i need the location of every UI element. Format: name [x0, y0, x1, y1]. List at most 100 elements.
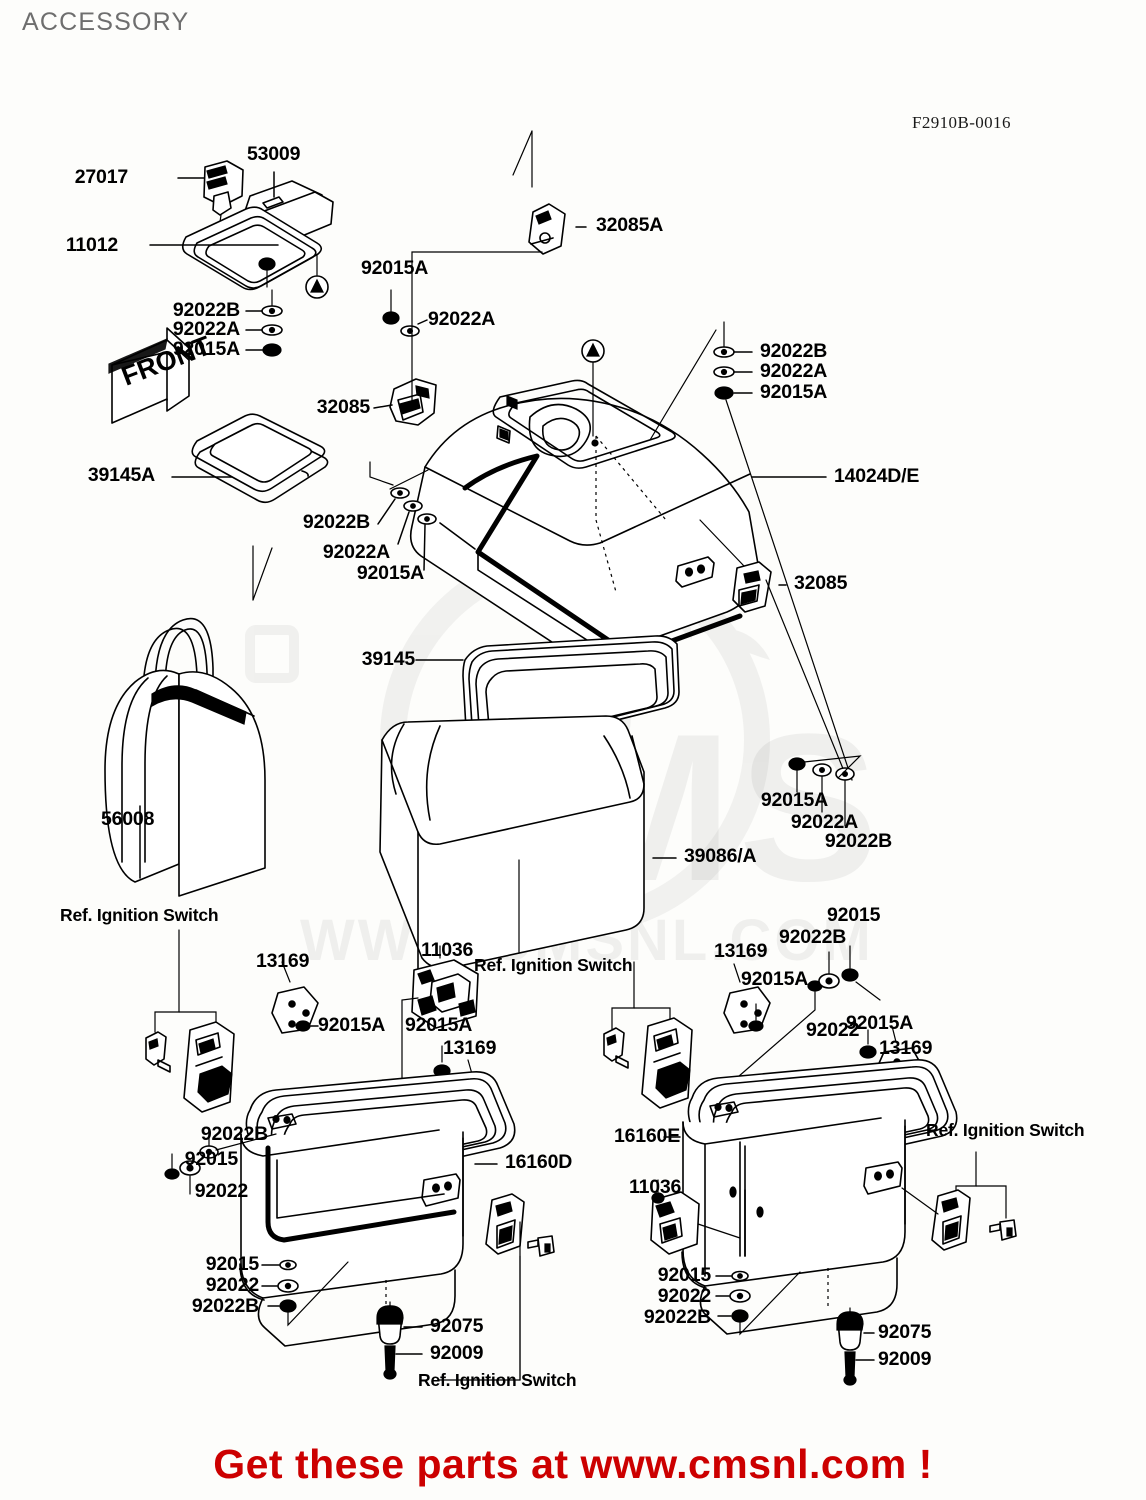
fastener-stack-trunk-left: [369, 461, 437, 571]
label-16160E: 16160E: [613, 1125, 680, 1147]
ref-ignition-switch-middle: [603, 961, 693, 1109]
part-11036-right: [650, 1179, 741, 1255]
label-32085-left: 32085: [316, 396, 370, 418]
label-14024DE: 14024D/E: [834, 465, 920, 487]
label-92015A-9: 92015A: [846, 1012, 914, 1034]
part-92075-damper-left: [376, 1305, 423, 1345]
label-92075-2: 92075: [878, 1321, 932, 1343]
diagram-code: F2910B-0016: [912, 113, 1011, 132]
label-92022B-5: 92022B: [200, 1123, 268, 1145]
fastener-stack-11012: [245, 289, 283, 357]
label-39086A: 39086/A: [684, 845, 757, 867]
label-92015-4: 92015: [657, 1264, 711, 1286]
part-16160E-saddlebag-right: [681, 1058, 958, 1335]
label-92022B-7: 92022B: [779, 926, 847, 948]
label-27017: 27017: [74, 166, 128, 188]
label-39145A: 39145A: [87, 464, 155, 486]
label-11012: 11012: [65, 234, 118, 256]
label-92022A-5: 92022A: [790, 811, 858, 833]
label-16160D: 16160D: [505, 1151, 573, 1173]
label-92022A-1: 92022A: [172, 318, 240, 340]
label-11036-1: 11036: [421, 939, 474, 961]
label-92022-4: 92022: [657, 1285, 711, 1307]
label-ref-ignition-3: Ref. Ignition Switch: [926, 1120, 1085, 1140]
part-39145A-pad: [191, 413, 329, 504]
label-92075-1: 92075: [430, 1315, 484, 1337]
leader-32085-right-long: [699, 519, 745, 567]
part-32085A-bracket: [528, 203, 566, 255]
label-92022B-2: 92022B: [760, 340, 828, 362]
part-32085-right-bracket: [732, 561, 772, 613]
label-92022A-3: 92022A: [760, 360, 828, 382]
label-92022-1: 92022: [194, 1180, 248, 1202]
part-27017-clamp: [203, 160, 244, 247]
marker-a-top-left: [305, 254, 329, 299]
label-39145: 39145: [361, 648, 415, 670]
fastener-cluster-right-mid: [788, 755, 862, 827]
label-ref-ignition-1: Ref. Ignition Switch: [60, 905, 219, 925]
label-53009: 53009: [247, 143, 301, 165]
fastener-cluster-left-bag: [164, 1127, 277, 1195]
label-92015-2: 92015: [205, 1253, 259, 1275]
ref-ignition-switch-right-bottom: [901, 1151, 1017, 1251]
label-56008: 56008: [101, 808, 155, 830]
page-title: ACCESSORY: [22, 8, 190, 36]
label-92015A-4: 92015A: [356, 562, 424, 584]
label-92015A-3: 92015A: [760, 381, 828, 403]
label-92022B-6: 92022B: [191, 1295, 259, 1317]
part-92009-screw-right: [843, 1351, 875, 1386]
orientation-arrow-top: [512, 130, 533, 188]
label-92015A-2: 92015A: [361, 257, 429, 279]
part-13169-left-upper: [271, 961, 319, 1034]
label-92015A-1: 92015A: [172, 338, 240, 360]
label-92022B-8: 92022B: [643, 1306, 711, 1328]
label-11036-2: 11036: [629, 1176, 682, 1198]
fastener-stack-left-bottom: [261, 1259, 349, 1327]
label-92015-3: 92015: [827, 904, 881, 926]
marker-a-trunk: [581, 339, 605, 447]
label-92015A-6: 92015A: [318, 1014, 386, 1036]
part-32085-left-bracket: [389, 378, 437, 426]
footer-banner: Get these parts at www.cmsnl.com !: [213, 1441, 933, 1487]
label-13169-1: 13169: [256, 950, 310, 972]
label-13169-3: 13169: [714, 940, 768, 962]
label-13169-2: 13169: [443, 1037, 497, 1059]
label-13169-4: 13169: [879, 1037, 933, 1059]
orientation-arrow-mid: [252, 545, 273, 601]
ref-ignition-switch-left-bottom: [437, 1193, 555, 1381]
label-32085-right: 32085: [794, 572, 848, 594]
fastener-stack-trunk-right: [649, 321, 753, 441]
label-ref-ignition-2: Ref. Ignition Switch: [474, 955, 633, 975]
label-92015A-8: 92015A: [741, 968, 809, 990]
fastener-92015A-left-upper: [295, 1020, 319, 1032]
part-16160D-saddlebag-left: [239, 1070, 516, 1347]
ref-ignition-switch-left: [145, 929, 235, 1113]
label-92022-3: 92022: [806, 1019, 860, 1041]
leader-long-right-2: [765, 579, 847, 777]
part-39086A-liner-box: [379, 715, 645, 973]
leader-32085-left: [373, 404, 393, 409]
part-92009-screw-left: [383, 1345, 423, 1380]
fastener-stack-right-bottom: [715, 1270, 801, 1336]
fastener-92015A-right-upper: [748, 1003, 764, 1032]
leader-32085A-long: [411, 251, 543, 410]
label-92022B-1: 92022B: [172, 299, 240, 321]
part-92075-damper-right: [836, 1311, 875, 1351]
part-11036-left: [401, 945, 479, 1095]
label-92015A-7: 92015A: [405, 1014, 473, 1036]
label-92015A-5: 92015A: [760, 789, 828, 811]
fastener-92015A-mid-top: [382, 289, 428, 337]
label-92022-2: 92022: [205, 1274, 259, 1296]
label-92015-1: 92015: [184, 1148, 238, 1170]
leader-long-right: [725, 399, 853, 781]
label-92009-1: 92009: [430, 1342, 484, 1364]
part-56008-tool-bag: [104, 617, 266, 897]
fastener-92015A-right-side: [859, 1029, 877, 1059]
label-92022A-4: 92022A: [322, 541, 390, 563]
label-92022A-2: 92022A: [428, 308, 496, 330]
label-32085A: 32085A: [596, 214, 664, 236]
label-92009-2: 92009: [878, 1348, 932, 1370]
label-ref-ignition-4: Ref. Ignition Switch: [418, 1370, 577, 1390]
label-92022B-4: 92022B: [824, 830, 892, 852]
